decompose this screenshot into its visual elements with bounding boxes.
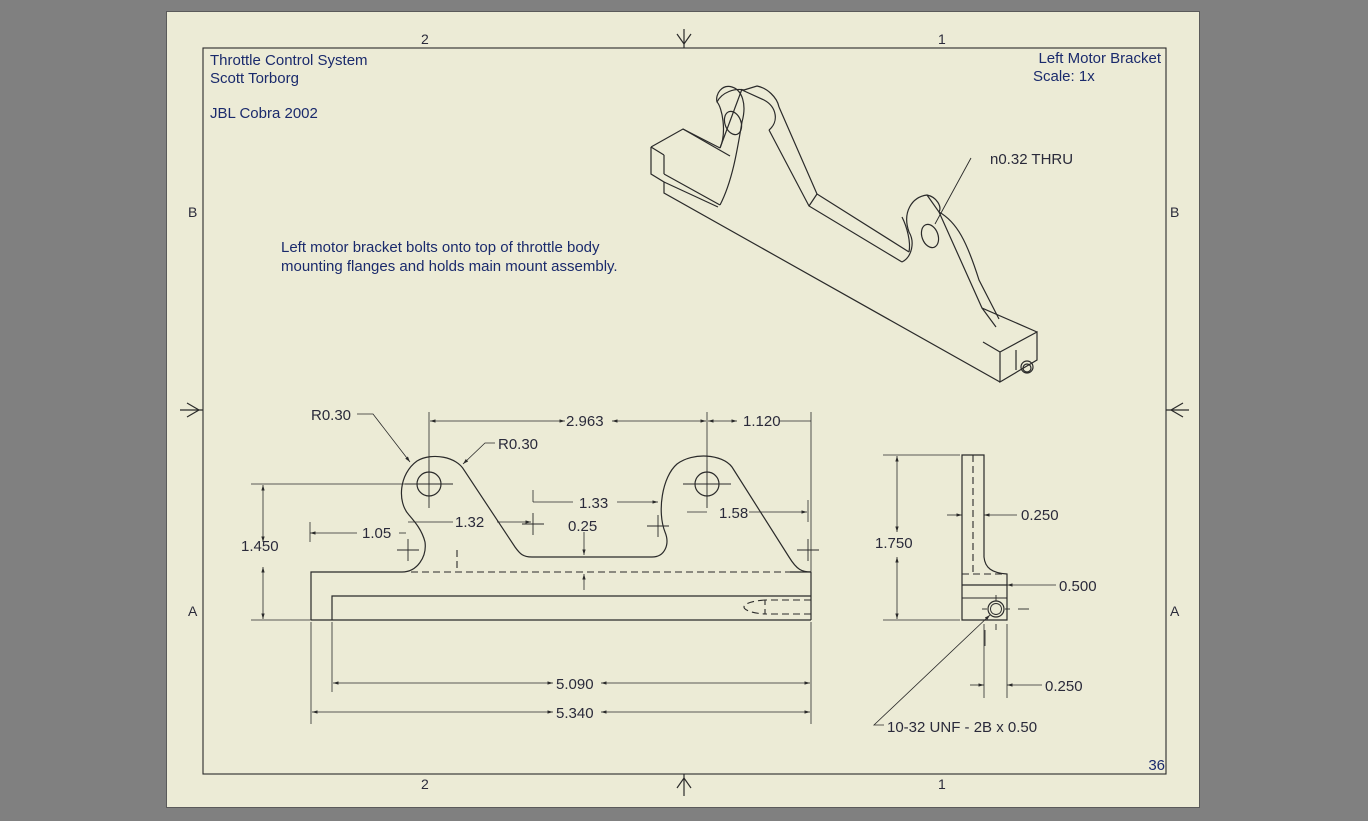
side-view [872, 454, 1056, 726]
centering-mark-left-icon [180, 402, 203, 418]
dim-0-25: 0.25 [568, 518, 597, 535]
project-title: Throttle Control System [210, 52, 368, 69]
zone-label-top-2: 2 [421, 31, 429, 47]
part-name: Left Motor Bracket [1038, 50, 1161, 67]
zone-label-top-1: 1 [938, 31, 946, 47]
drawing-sheet: 2 1 2 1 B A B A Throttle Control System … [166, 11, 1200, 808]
note-line-2: mounting flanges and holds main mount as… [281, 258, 618, 275]
dim-height: 1.450 [241, 538, 279, 555]
dim-hole-to-end: 1.120 [743, 413, 781, 430]
zone-label-bottom-2: 2 [421, 776, 429, 792]
dim-1-32: 1.32 [455, 514, 484, 531]
zone-label-right-b: B [1170, 204, 1179, 220]
dim-inner-length: 5.090 [556, 676, 594, 693]
dim-1-05: 1.05 [362, 525, 391, 542]
hole-callout-leader [934, 157, 972, 225]
thread-callout: 10-32 UNF - 2B x 0.50 [887, 719, 1037, 736]
front-view [251, 412, 819, 724]
hole-callout-text: n0.32 THRU [990, 151, 1073, 168]
zone-label-left-b: B [188, 204, 197, 220]
author-name: Scott Torborg [210, 70, 299, 87]
centering-mark-bottom-icon [676, 774, 692, 796]
sheet-number: 36 [1148, 757, 1165, 774]
isometric-view [650, 85, 1038, 384]
scale-label: Scale: 1x [1033, 68, 1095, 85]
centering-mark-top-icon [676, 29, 692, 48]
drawing-canvas: 2 1 2 1 B A B A Throttle Control System … [180, 29, 1189, 796]
side-dim-thickness: 0.250 [1021, 507, 1059, 524]
dim-hole-spacing: 2.963 [566, 413, 604, 430]
dim-overall-length: 5.340 [556, 705, 594, 722]
radius-label-1: R0.30 [311, 407, 351, 424]
side-dim-base: 0.500 [1059, 578, 1097, 595]
zone-label-right-a: A [1170, 603, 1180, 619]
dim-1-33: 1.33 [579, 495, 608, 512]
zone-label-bottom-1: 1 [938, 776, 946, 792]
zone-label-left-a: A [188, 603, 198, 619]
centering-mark-right-icon [1166, 402, 1189, 418]
side-dim-height: 1.750 [875, 535, 913, 552]
note-line-1: Left motor bracket bolts onto top of thr… [281, 239, 600, 256]
dim-1-58: 1.58 [719, 505, 748, 522]
side-dim-hole-offset: 0.250 [1045, 678, 1083, 695]
radius-label-2: R0.30 [498, 436, 538, 453]
vehicle-name: JBL Cobra 2002 [210, 105, 318, 122]
